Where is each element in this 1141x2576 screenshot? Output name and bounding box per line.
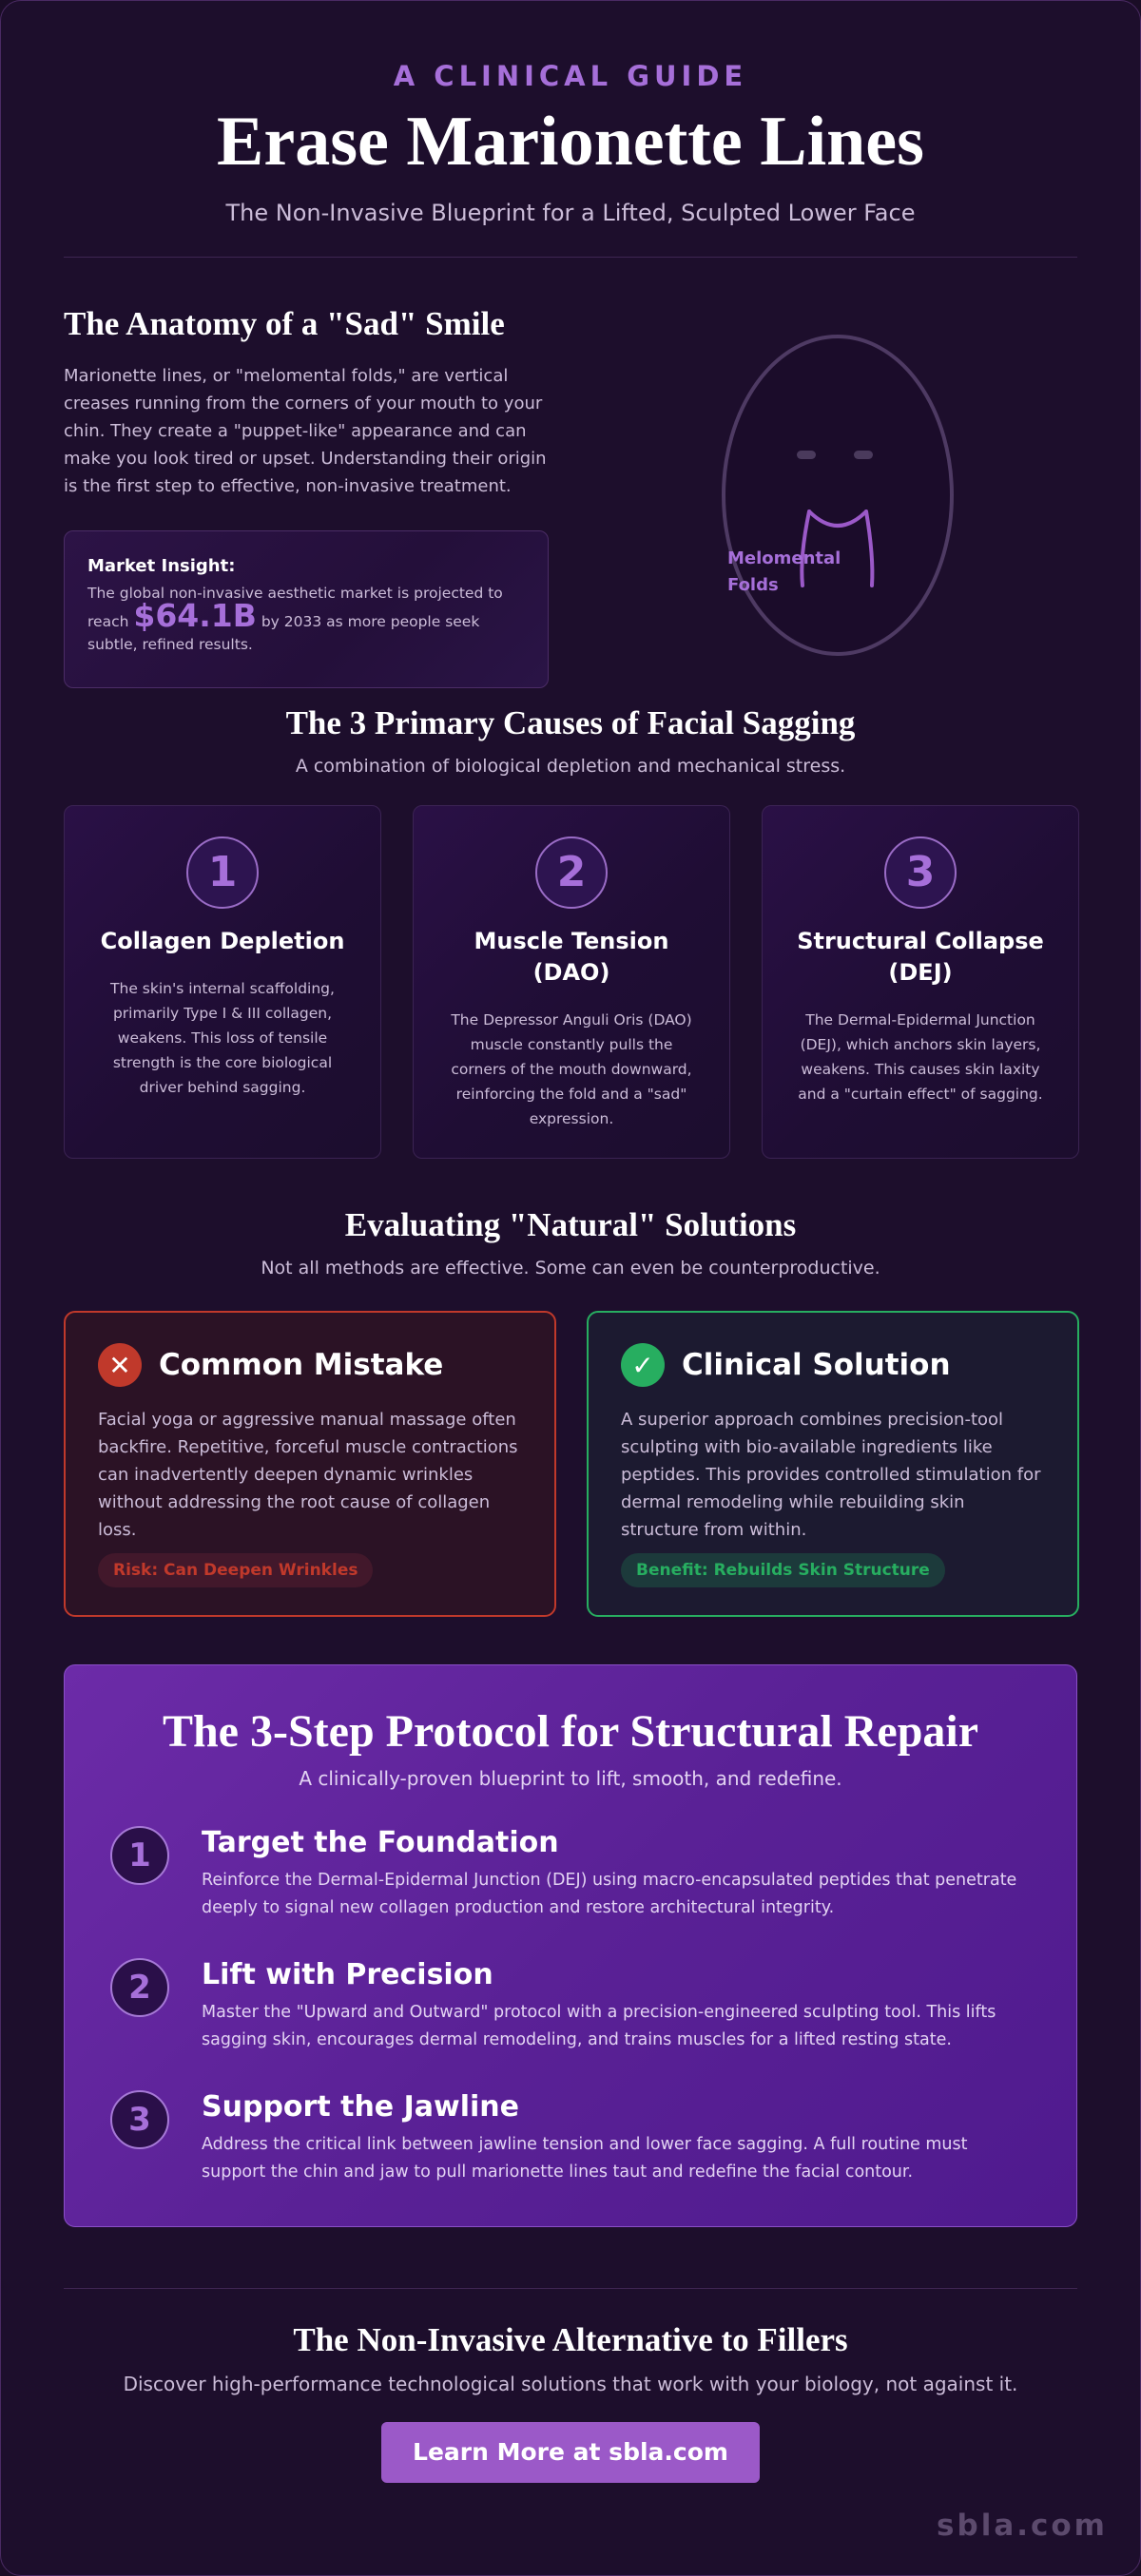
insight-text: The global non-invasive aesthetic market…	[87, 582, 525, 656]
clinical-solution-card: ✓ Clinical Solution A superior approach …	[587, 1311, 1079, 1617]
step-number: 2	[110, 1958, 169, 2017]
cause-text: The skin's internal scaffolding, primari…	[110, 980, 335, 1096]
learn-more-button[interactable]: Learn More at sbla.com	[381, 2422, 760, 2483]
cause-title: Collagen Depletion	[100, 928, 345, 954]
solution-title: Clinical Solution	[682, 1348, 951, 1382]
cause-text: The Dermal-Epidermal Junction (DEJ), whi…	[798, 1011, 1043, 1103]
evaluation-title: Evaluating "Natural" Solutions	[344, 1206, 797, 1243]
solution-header: ✓ Clinical Solution	[621, 1343, 1045, 1387]
cause-number: 2	[535, 836, 608, 909]
step-title: Lift with Precision	[202, 1958, 493, 1991]
protocol-step-3: 3 Support the Jawline Address the critic…	[110, 2090, 1031, 2186]
protocol-panel: The 3-Step Protocol for Structural Repai…	[64, 1664, 1077, 2227]
right-fold-line	[864, 509, 875, 587]
step-number: 3	[110, 2090, 169, 2149]
cause-number: 1	[186, 836, 259, 909]
cause-title: Structural Collapse (DEJ)	[797, 928, 1044, 986]
cause-card-structural: 3 Structural Collapse (DEJ) The Dermal-E…	[762, 805, 1079, 1159]
insight-label: Market Insight:	[87, 556, 236, 576]
face-outline-icon	[722, 335, 954, 656]
kicker: A CLINICAL GUIDE	[393, 60, 748, 92]
divider	[64, 2288, 1077, 2289]
insight-text-before: The global non-invasive aesthetic market…	[87, 585, 503, 630]
step-body: Target the Foundation Reinforce the Derm…	[202, 1826, 1031, 1922]
cause-number: 3	[884, 836, 957, 909]
footer-title: The Non-Invasive Alternative to Fillers	[293, 2321, 848, 2358]
diagram-label-line2: Folds	[727, 575, 779, 595]
step-body: Lift with Precision Master the "Upward a…	[202, 1958, 1031, 2054]
diagram-label: Melomental Folds	[727, 546, 841, 599]
common-mistake-card: ✕ Common Mistake Facial yoga or aggressi…	[64, 1311, 556, 1617]
cause-text: The Depressor Anguli Oris (DAO) muscle c…	[451, 1011, 692, 1127]
protocol-step-1: 1 Target the Foundation Reinforce the De…	[110, 1826, 1031, 1922]
protocol-step-2: 2 Lift with Precision Master the "Upward…	[110, 1958, 1031, 2054]
cause-card-muscle: 2 Muscle Tension (DAO) The Depressor Ang…	[413, 805, 730, 1159]
step-text: Reinforce the Dermal-Epidermal Junction …	[202, 1871, 1017, 1917]
header: A CLINICAL GUIDE Erase Marionette Lines …	[1, 1, 1140, 226]
step-title: Target the Foundation	[202, 1826, 559, 1859]
step-number: 1	[110, 1826, 169, 1885]
benefit-badge: Benefit: Rebuilds Skin Structure	[621, 1553, 945, 1587]
protocol-subtitle: A clinically-proven blueprint to lift, s…	[299, 1767, 842, 1790]
protocol-title: The 3-Step Protocol for Structural Repai…	[162, 1706, 979, 1757]
solution-text: A superior approach combines precision-t…	[621, 1410, 1041, 1540]
step-body: Support the Jawline Address the critical…	[202, 2090, 1031, 2186]
left-eye-mark	[797, 451, 816, 459]
step-text: Address the critical link between jawlin…	[202, 2135, 968, 2182]
page-title: Erase Marionette Lines	[217, 103, 924, 181]
insight-value: $64.1B	[133, 597, 257, 634]
cause-title: Muscle Tension (DAO)	[474, 928, 669, 986]
page-subtitle: The Non-Invasive Blueprint for a Lifted,…	[225, 200, 916, 226]
anatomy-body: Marionette lines, or "melomental folds,"…	[64, 366, 547, 496]
mistake-header: ✕ Common Mistake	[98, 1343, 522, 1387]
causes-subtitle: A combination of biological depletion an…	[295, 756, 846, 777]
mouth-line	[807, 509, 868, 528]
causes-cards: 1 Collagen Depletion The skin's internal…	[1, 805, 1140, 1159]
footer-subtitle: Discover high-performance technological …	[123, 2373, 1018, 2395]
causes-title: The 3 Primary Causes of Facial Sagging	[285, 704, 856, 741]
right-eye-mark	[854, 451, 873, 459]
cause-card-collagen: 1 Collagen Depletion The skin's internal…	[64, 805, 381, 1159]
divider	[64, 257, 1077, 258]
step-text: Master the "Upward and Outward" protocol…	[202, 2003, 996, 2049]
evaluation-header: Evaluating "Natural" Solutions Not all m…	[1, 1206, 1140, 1278]
footer: The Non-Invasive Alternative to Fillers …	[1, 2289, 1140, 2483]
brand-watermark: sbla.com	[937, 2509, 1108, 2543]
check-icon: ✓	[621, 1343, 665, 1387]
evaluation-subtitle: Not all methods are effective. Some can …	[261, 1258, 880, 1278]
anatomy-section: The Anatomy of a "Sad" Smile Marionette …	[1, 258, 1140, 704]
mistake-text: Facial yoga or aggressive manual massage…	[98, 1410, 518, 1540]
anatomy-text-column: The Anatomy of a "Sad" Smile Marionette …	[64, 305, 549, 688]
risk-badge: Risk: Can Deepen Wrinkles	[98, 1553, 374, 1587]
x-icon: ✕	[98, 1343, 142, 1387]
face-diagram: Melomental Folds	[705, 329, 971, 662]
left-fold-line	[800, 509, 811, 587]
anatomy-title: The Anatomy of a "Sad" Smile	[64, 305, 505, 342]
step-title: Support the Jawline	[202, 2090, 519, 2124]
insight-text-after: by 2033 as more people seek subtle, refi…	[87, 613, 480, 653]
solutions-row: ✕ Common Mistake Facial yoga or aggressi…	[1, 1311, 1140, 1617]
market-insight-box: Market Insight: The global non-invasive …	[64, 530, 549, 688]
causes-header: The 3 Primary Causes of Facial Sagging A…	[1, 704, 1140, 777]
mistake-title: Common Mistake	[159, 1348, 444, 1382]
diagram-label-line1: Melomental	[727, 548, 841, 568]
